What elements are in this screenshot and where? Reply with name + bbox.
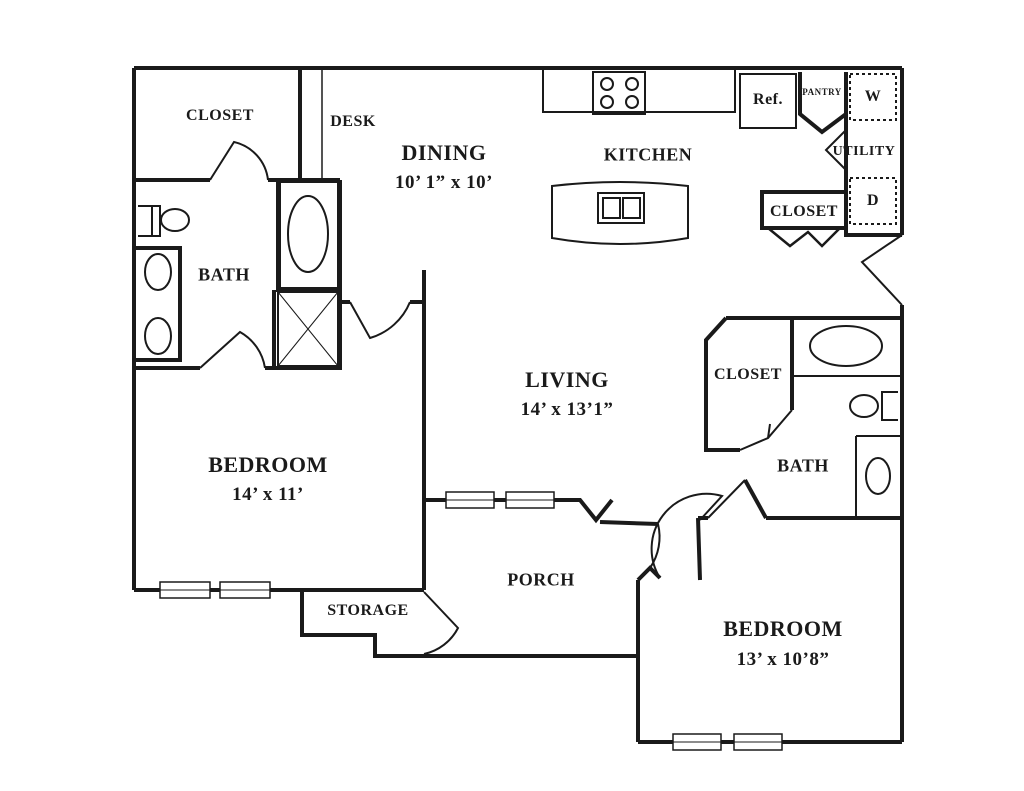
closet-east-label: CLOSET: [714, 366, 782, 383]
sink-icon: [597, 192, 645, 224]
closet-kitchen-label: CLOSET: [770, 203, 838, 220]
wall-kitchen-closet: [760, 190, 848, 230]
door-storage: [423, 591, 460, 655]
wall-utility-west: [844, 72, 902, 237]
sink-east-icon: [865, 457, 891, 495]
wall-east-bath-jamb: [743, 479, 768, 519]
bedroom-east-label: BEDROOM: [723, 616, 843, 641]
refrigerator-label: Ref.: [753, 91, 783, 108]
toilet-east-icon: [849, 394, 879, 418]
stove-icon: [592, 71, 646, 115]
wall-kitchen-counter: [542, 70, 736, 113]
refrigerator-icon: [739, 73, 797, 129]
washer-label: W: [864, 88, 882, 105]
bath-east-label: BATH: [777, 455, 829, 476]
living-label: LIVING: [525, 367, 609, 392]
desk-label: DESK: [330, 113, 376, 130]
wall-bath-tub-box: [276, 180, 340, 292]
door-porch: [649, 523, 661, 569]
utility-label: UTILITY: [832, 144, 896, 159]
window-panes: [160, 499, 782, 743]
door-east-bath: [707, 479, 746, 519]
door-bedroom-west: [349, 301, 411, 340]
storage-label: STORAGE: [327, 602, 409, 619]
wall-bedroom-east-jamb: [696, 516, 708, 581]
kitchen-island-icon: [551, 181, 689, 245]
washer-icon: [849, 73, 897, 121]
door-entry: [860, 234, 903, 306]
sink-west-1-icon: [144, 253, 172, 291]
bathtub-west-icon: [279, 181, 339, 289]
closet-nw-label: CLOSET: [186, 107, 254, 124]
wall-east-bath-vanity: [855, 435, 902, 516]
porch-label: PORCH: [507, 569, 575, 590]
door-bedroom-east: [650, 492, 724, 579]
wall-pantry: [798, 72, 848, 135]
sink-west-2-icon: [144, 317, 172, 355]
bedroom-west-size: 14’ x 11’: [232, 484, 304, 505]
bedroom-east-size: 13’ x 10’8”: [736, 649, 830, 670]
dining-label: DINING: [401, 140, 487, 165]
bath-west-label: BATH: [198, 264, 250, 285]
wall-porch-north: [424, 498, 614, 524]
wall-bath-vanity: [134, 246, 182, 362]
bathtub-east-icon: [809, 325, 883, 367]
pantry-label: PANTRY: [802, 87, 842, 97]
door-east-closet: [739, 409, 793, 451]
wall-kitchen-closet-doors: [767, 227, 841, 248]
living-size: 14’ x 13’1”: [520, 399, 614, 420]
toilet-west-icon: [160, 208, 190, 232]
dining-size: 10’ 1” x 10’: [395, 172, 493, 193]
wall-porch-east: [599, 520, 659, 526]
bedroom-west-label: BEDROOM: [208, 452, 328, 477]
exterior-wall-storage: [300, 590, 424, 658]
shower-west-icon: [277, 291, 339, 367]
door-closet-nw: [209, 140, 269, 181]
dryer-icon: [849, 177, 897, 225]
wall-east-closet: [704, 316, 740, 452]
kitchen-label: KITCHEN: [603, 144, 693, 165]
door-utility: [824, 129, 847, 171]
door-bath-west: [199, 330, 266, 369]
dryer-label: D: [866, 192, 880, 209]
